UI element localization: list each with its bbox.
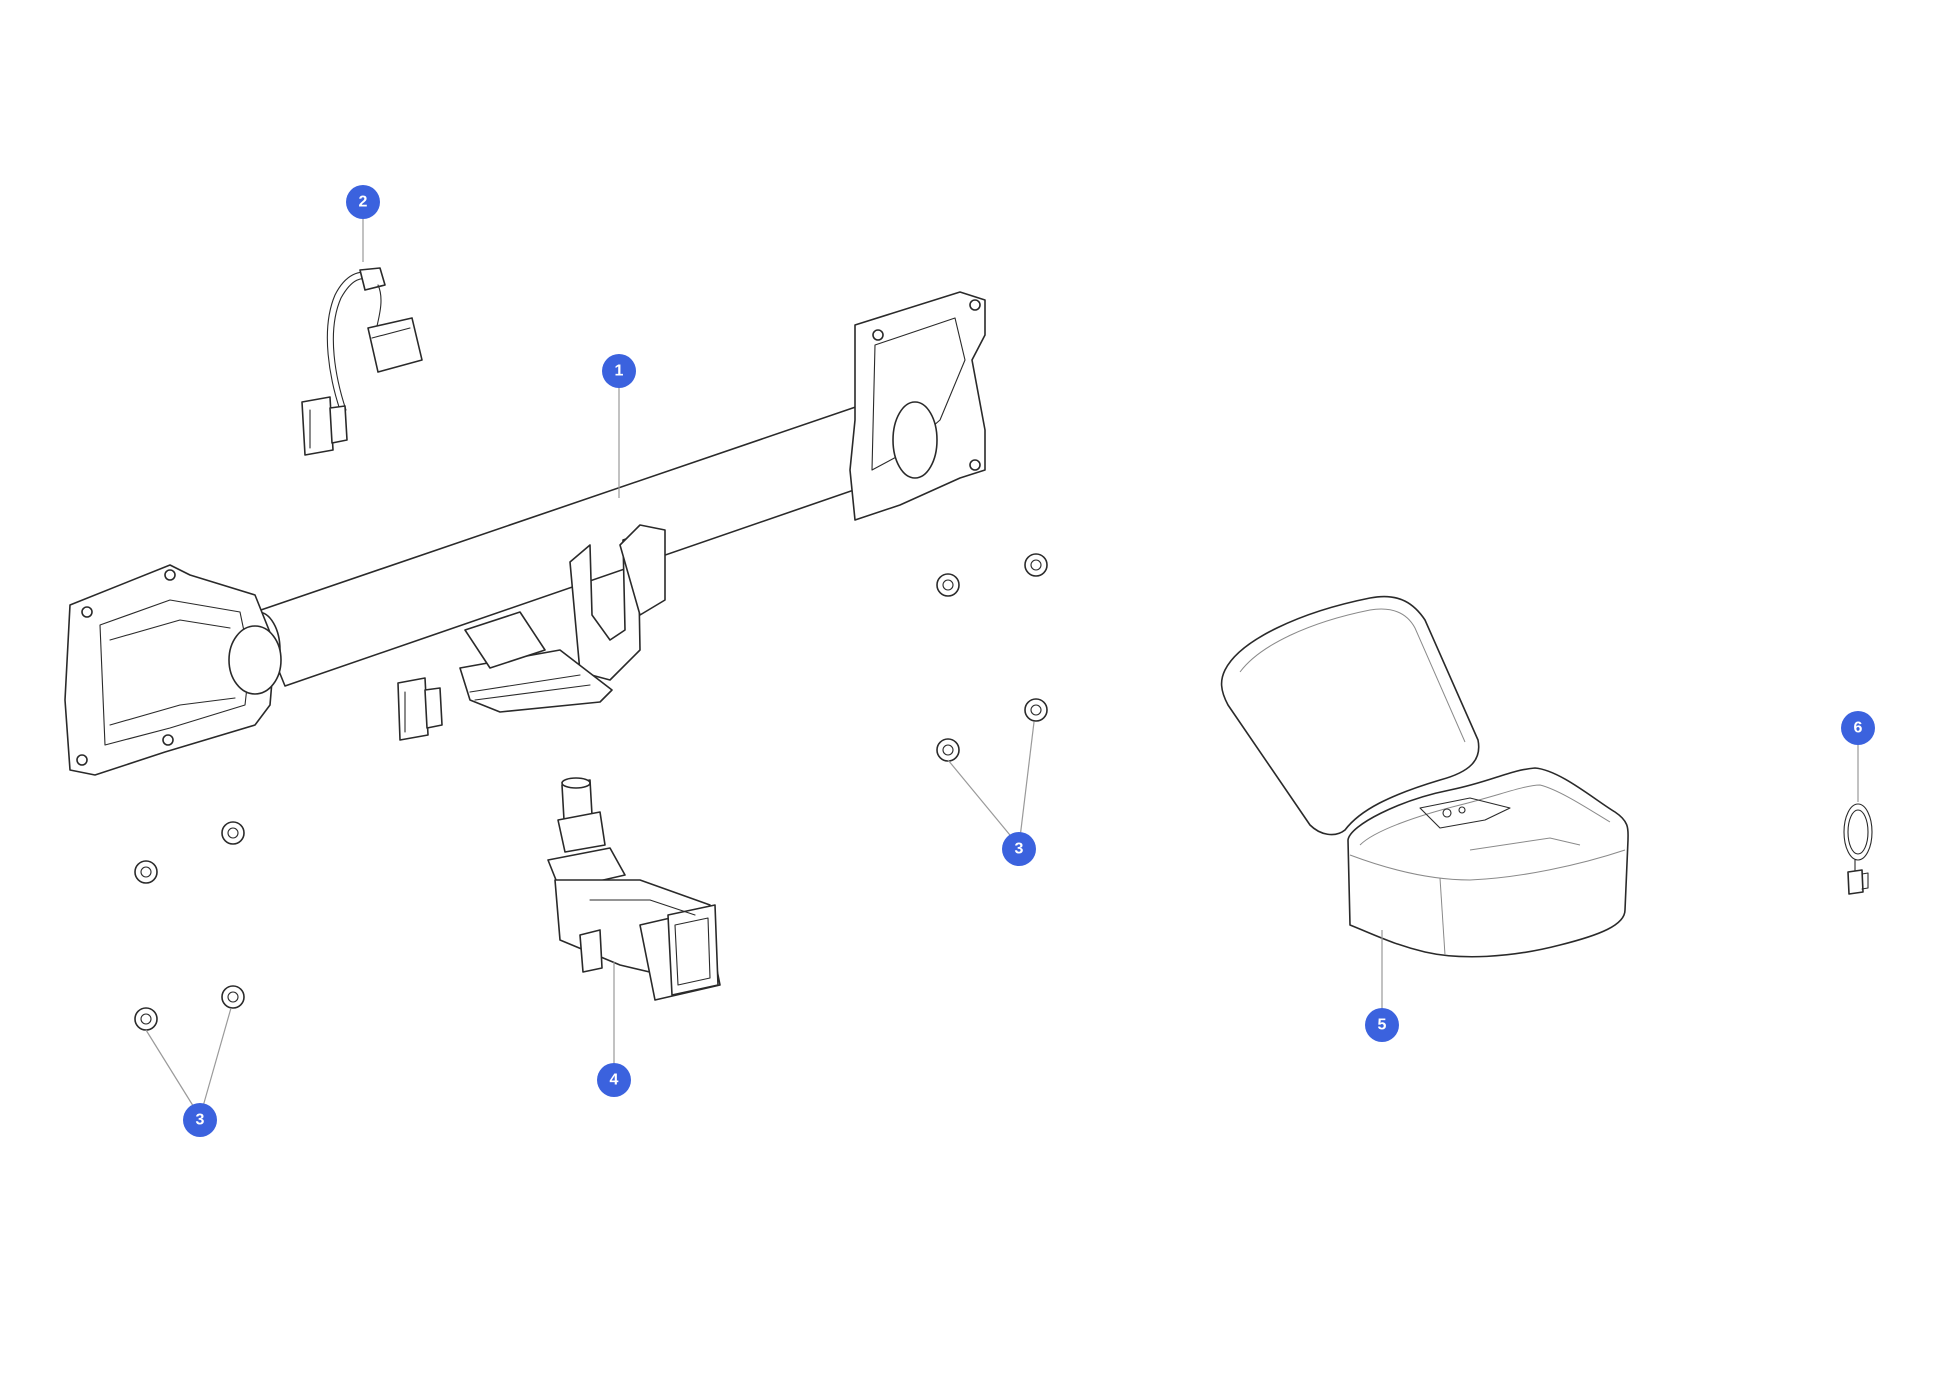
receiver-hitch-adapter xyxy=(547,777,721,1001)
callout-3b-dot xyxy=(183,1103,217,1137)
nut-right-3 xyxy=(1024,698,1048,722)
leader-3a-2 xyxy=(1018,721,1035,847)
callout-1-label: 1 xyxy=(615,363,624,380)
callout-5-label: 5 xyxy=(1378,1017,1387,1034)
callout-6-dot xyxy=(1841,711,1875,745)
storage-case xyxy=(1220,595,1629,958)
callout-2[interactable]: 2 xyxy=(346,185,380,219)
leader-3b-2 xyxy=(199,1007,232,1118)
callout-3a-dot xyxy=(1002,832,1036,866)
nut-left-1 xyxy=(221,821,245,845)
cable-coil xyxy=(1843,803,1873,895)
callout-4-dot xyxy=(597,1063,631,1097)
callout-6[interactable]: 6 xyxy=(1841,711,1875,745)
callout-6-label: 6 xyxy=(1854,720,1863,737)
wiring-harness xyxy=(301,267,423,456)
callout-3b-label: 3 xyxy=(196,1112,205,1129)
callout-2-dot xyxy=(346,185,380,219)
callout-3a-label: 3 xyxy=(1015,841,1024,858)
callout-3a[interactable]: 3 xyxy=(1002,832,1036,866)
callout-1[interactable]: 1 xyxy=(602,354,636,388)
nut-left-3 xyxy=(221,985,245,1009)
callout-3b[interactable]: 3 xyxy=(183,1103,217,1137)
callout-1-dot xyxy=(602,354,636,388)
nut-right-2 xyxy=(936,573,960,597)
nut-right-1 xyxy=(1024,553,1048,577)
flange-nuts xyxy=(134,553,1048,1031)
leader-3a-1 xyxy=(947,759,1020,847)
nut-left-2 xyxy=(134,860,158,884)
nut-right-4 xyxy=(936,738,960,762)
callout-5[interactable]: 5 xyxy=(1365,1008,1399,1042)
tow-bar-crossbeam xyxy=(64,291,986,776)
callout-2-label: 2 xyxy=(359,194,368,211)
leader-3b-1 xyxy=(145,1029,201,1118)
callout-4-label: 4 xyxy=(610,1072,619,1089)
nut-left-4 xyxy=(134,1007,158,1031)
callout-5-dot xyxy=(1365,1008,1399,1042)
callout-4[interactable]: 4 xyxy=(597,1063,631,1097)
leader-lines xyxy=(145,202,1859,1118)
